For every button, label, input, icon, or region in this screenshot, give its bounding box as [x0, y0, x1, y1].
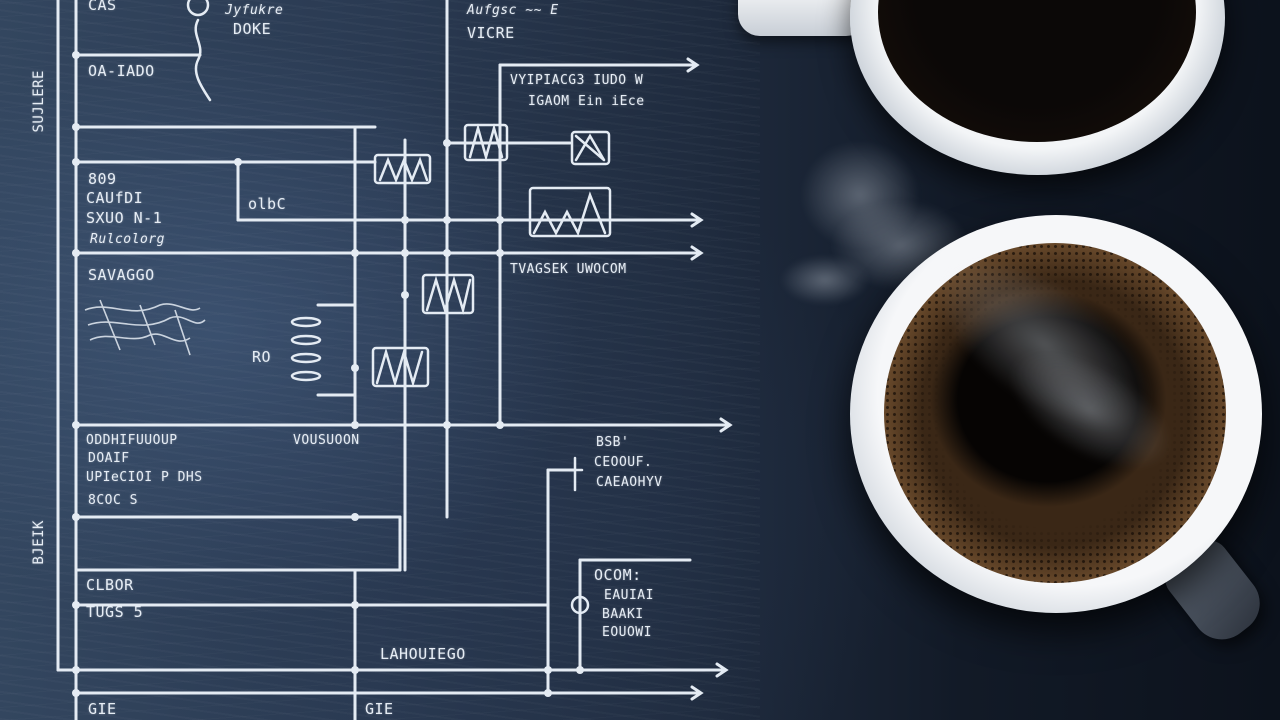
label-right-3a: BSB' — [596, 435, 630, 450]
coffee-surface — [878, 0, 1196, 142]
label-box5-1: CLBOR — [86, 576, 134, 594]
label-resistor: RO — [252, 348, 272, 366]
label-box2-3: SXUO N-1 — [86, 209, 163, 227]
label-top-left: CAS — [88, 0, 117, 14]
label-circle-1: Jyfukre — [225, 3, 284, 18]
label-mid-row: VOUSUOON — [293, 433, 360, 448]
label-box1: OA-IADO — [88, 62, 155, 80]
cup-handle-top — [738, 0, 868, 36]
label-right-3c: CAEAOHYV — [596, 475, 663, 490]
label-bottom-2: GIE — [365, 700, 394, 718]
label-box2-1: 809 — [88, 170, 117, 188]
label-top-mid-1: Aufgsc ~~ E — [467, 3, 559, 18]
label-box4-1: ODDHIFUUOUP — [86, 433, 178, 448]
label-right-1b: IGAOM Ein iEce — [528, 94, 645, 109]
label-vertical-1: SUJLERE — [31, 70, 47, 133]
scribble-drawing — [84, 299, 206, 356]
label-box4-4: 8COC S — [88, 493, 138, 508]
label-box4-3: UPIeCIOI P DHS — [86, 470, 203, 485]
label-right-4a: OCOM: — [594, 566, 642, 584]
label-right-1a: VYIPIACG3 IUDO W — [510, 73, 644, 88]
label-mid-box: olbC — [248, 195, 287, 213]
label-box2-4: Rulcolorg — [90, 232, 165, 247]
label-right-4d: EOUOWI — [602, 625, 652, 640]
label-right-3b: CEOOUF. — [594, 455, 653, 470]
steam-wisp — [780, 255, 870, 305]
label-box2-2: CAUfDI — [86, 189, 144, 207]
label-right-4c: BAAKI — [602, 607, 644, 622]
label-bottom-1: GIE — [88, 700, 117, 718]
circuit-diagram — [56, 0, 733, 720]
label-circle-2: DOKE — [233, 20, 272, 38]
label-top-mid-2: VICRE — [467, 24, 515, 42]
label-bottom-mid: LAHOUIEGO — [380, 645, 466, 663]
label-box5-2: TUGS 5 — [86, 603, 144, 621]
steam-wisp — [800, 140, 920, 250]
label-right-2: TVAGSEK UWOCOM — [510, 262, 627, 277]
crema-ring — [884, 243, 1226, 583]
label-vertical-2: BJEIK — [31, 520, 47, 565]
coffee-cup-bottom — [850, 215, 1262, 613]
label-section-3: SAVAGGO — [88, 266, 155, 284]
label-right-4b: EAUIAI — [604, 588, 654, 603]
label-box4-2: DOAIF — [88, 451, 130, 466]
